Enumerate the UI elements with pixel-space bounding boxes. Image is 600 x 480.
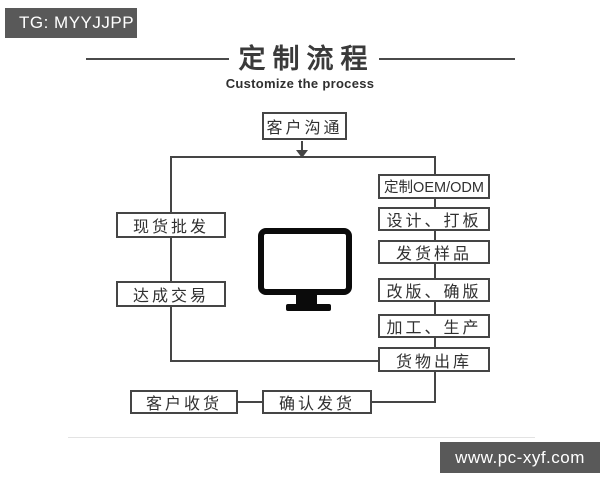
- monitor-stand-base: [286, 304, 331, 311]
- node-confirm-shipment: 确认发货: [262, 390, 372, 414]
- connector-bottom-right-horizontal: [372, 401, 436, 403]
- header: 定制流程: [0, 44, 600, 74]
- page-subtitle: Customize the process: [225, 76, 375, 91]
- arrow-down-icon: [296, 150, 308, 158]
- title-rule-left: [85, 58, 229, 60]
- node-deal-reached: 达成交易: [116, 281, 226, 307]
- connector-top-horizontal: [170, 156, 436, 158]
- node-goods-outbound: 货物出库: [378, 347, 490, 372]
- monitor-stand-neck: [296, 295, 317, 304]
- title-rule-right: [378, 58, 515, 60]
- node-spot-wholesale: 现货批发: [116, 212, 226, 238]
- connector-start-arrow-stem: [301, 141, 303, 151]
- photo-edge-line: [68, 437, 535, 438]
- node-design-patterning: 设计、打板: [378, 207, 490, 231]
- telegram-badge: TG: MYYJJPP: [5, 8, 137, 38]
- website-badge: www.pc-xyf.com: [440, 442, 600, 473]
- connector-bottom-left-horizontal: [170, 360, 380, 362]
- node-oem-odm: 定制OEM/ODM: [378, 174, 490, 199]
- node-customer-communication: 客户沟通: [262, 112, 347, 140]
- page-title: 定制流程: [238, 44, 375, 74]
- node-revise-confirm: 改版、确版: [378, 278, 490, 302]
- node-ship-samples: 发货样品: [378, 240, 490, 264]
- node-customer-receives: 客户收货: [130, 390, 238, 414]
- connector-bottom-middle-horizontal: [238, 401, 262, 403]
- connector-left-vertical: [170, 156, 172, 362]
- node-processing-production: 加工、生产: [378, 314, 490, 338]
- monitor-icon: [258, 228, 352, 295]
